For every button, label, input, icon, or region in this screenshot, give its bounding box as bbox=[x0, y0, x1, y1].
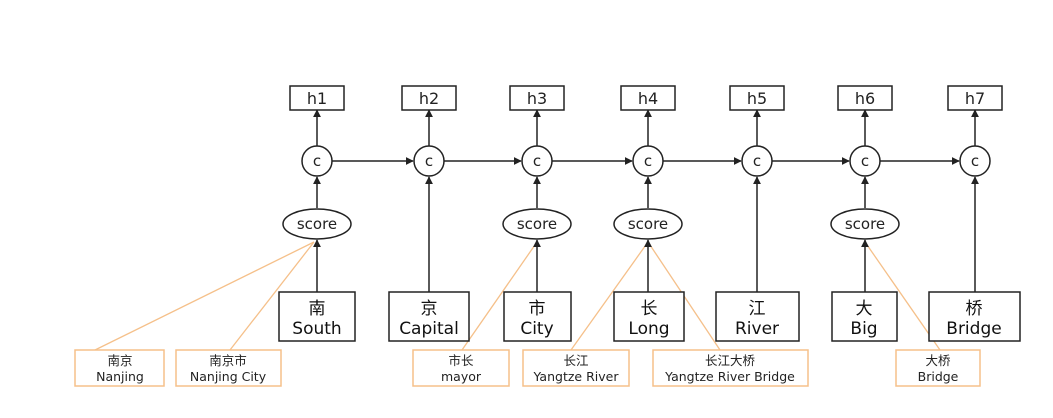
lexicon-line-nanjing bbox=[94, 241, 315, 351]
lexicon-en: Yangtze River bbox=[533, 369, 620, 384]
score-node-4: score bbox=[613, 208, 683, 240]
lexicon-box-mayor: 市长 mayor bbox=[412, 349, 510, 387]
lexicon-zh: 大桥 bbox=[925, 353, 951, 368]
word-zh: 长 bbox=[641, 299, 658, 319]
lexicon-en: Nanjing bbox=[96, 369, 144, 384]
word-box-1: 南 South bbox=[278, 291, 356, 342]
word-zh: 京 bbox=[421, 299, 438, 319]
word-zh: 大 bbox=[856, 299, 873, 319]
hidden-state-label: h5 bbox=[747, 89, 767, 108]
cell-c2: c bbox=[413, 145, 445, 177]
lexicon-zh: 市长 bbox=[448, 353, 474, 368]
cell-label: c bbox=[313, 152, 321, 170]
word-zh: 市 bbox=[529, 299, 546, 319]
cell-c1: c bbox=[301, 145, 333, 177]
hidden-state-h5: h5 bbox=[729, 85, 785, 111]
lexicon-line-mayor bbox=[461, 241, 538, 351]
lexicon-en: mayor bbox=[441, 369, 482, 384]
lexicon-line-yangtze-river bbox=[570, 241, 649, 351]
hidden-state-h1: h1 bbox=[289, 85, 345, 111]
score-label: score bbox=[517, 215, 557, 233]
cell-label: c bbox=[644, 152, 652, 170]
score-node-6: score bbox=[830, 208, 900, 240]
hidden-state-label: h2 bbox=[419, 89, 439, 108]
hidden-state-h2: h2 bbox=[401, 85, 457, 111]
cell-c3: c bbox=[521, 145, 553, 177]
lexicon-box-nanjing: 南京 Nanjing bbox=[74, 349, 165, 387]
word-box-7: 桥 Bridge bbox=[928, 291, 1021, 342]
lexicon-box-bridge: 大桥 Bridge bbox=[895, 349, 981, 387]
score-label: score bbox=[845, 215, 885, 233]
score-node-3: score bbox=[502, 208, 572, 240]
lexicon-zh: 长江 bbox=[563, 353, 588, 368]
hidden-state-label: h6 bbox=[855, 89, 875, 108]
word-box-2: 京 Capital bbox=[388, 291, 470, 342]
word-en: City bbox=[520, 319, 553, 339]
hidden-state-h3: h3 bbox=[509, 85, 565, 111]
cell-c7: c bbox=[959, 145, 991, 177]
word-en: Long bbox=[628, 319, 669, 339]
lexicon-line-bridge bbox=[864, 241, 941, 351]
cell-c5: c bbox=[741, 145, 773, 177]
cell-label: c bbox=[753, 152, 761, 170]
cell-label: c bbox=[861, 152, 869, 170]
word-en: Bridge bbox=[946, 319, 1001, 339]
hidden-state-h4: h4 bbox=[620, 85, 676, 111]
word-en: Capital bbox=[399, 319, 459, 339]
cell-label: c bbox=[533, 152, 541, 170]
lexicon-box-yangtze-river-bridge: 长江大桥 Yangtze River Bridge bbox=[652, 349, 809, 387]
lexicon-line-nanjing-city bbox=[229, 241, 315, 351]
word-zh: 江 bbox=[749, 299, 766, 319]
cell-c6: c bbox=[849, 145, 881, 177]
lexicon-en: Yangtze River Bridge bbox=[664, 369, 795, 384]
lexicon-en: Bridge bbox=[918, 369, 959, 384]
hidden-state-label: h3 bbox=[527, 89, 547, 108]
hidden-state-label: h1 bbox=[307, 89, 327, 108]
word-zh: 桥 bbox=[966, 299, 983, 319]
cell-label: c bbox=[971, 152, 979, 170]
hidden-state-h6: h6 bbox=[837, 85, 893, 111]
score-label: score bbox=[628, 215, 668, 233]
lexicon-zh: 长江大桥 bbox=[705, 353, 756, 368]
cell-label: c bbox=[425, 152, 433, 170]
score-label: score bbox=[297, 215, 337, 233]
lexicon-en: Nanjing City bbox=[190, 369, 267, 384]
cell-c4: c bbox=[632, 145, 664, 177]
hidden-state-label: h7 bbox=[965, 89, 985, 108]
lexicon-zh: 南京 bbox=[107, 353, 132, 368]
word-box-4: 长 Long bbox=[613, 291, 685, 342]
hidden-state-label: h4 bbox=[638, 89, 658, 108]
word-box-6: 大 Big bbox=[831, 291, 898, 342]
word-zh: 南 bbox=[309, 299, 326, 319]
lexicon-box-nanjing-city: 南京市 Nanjing City bbox=[175, 349, 282, 387]
word-box-3: 市 City bbox=[503, 291, 572, 342]
word-en: Big bbox=[850, 319, 877, 339]
lexicon-zh: 南京市 bbox=[209, 353, 247, 368]
hidden-state-h7: h7 bbox=[947, 85, 1003, 111]
score-node-1: score bbox=[282, 208, 352, 240]
word-en: South bbox=[292, 319, 341, 339]
word-en: River bbox=[735, 319, 779, 339]
lexicon-box-yangtze-river: 长江 Yangtze River bbox=[522, 349, 630, 387]
word-box-5: 江 River bbox=[715, 291, 800, 342]
